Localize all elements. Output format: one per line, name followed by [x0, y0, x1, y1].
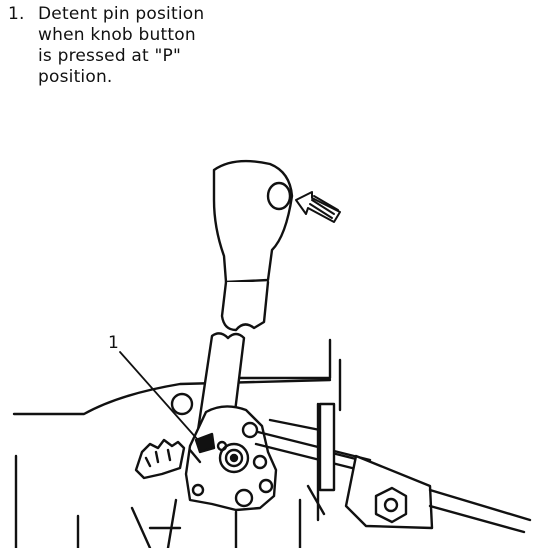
cable-nut — [374, 486, 408, 524]
detent-pin — [194, 432, 216, 454]
floor-outline — [12, 378, 332, 416]
console-top-line — [238, 338, 332, 380]
caption-line-3: is pressed at "P" — [38, 46, 181, 66]
detent-plate — [134, 438, 186, 480]
push-arrow-icon — [295, 191, 341, 223]
callout-1: 1 — [108, 333, 199, 441]
caption-line-1: 1.Detent pin position — [8, 4, 205, 24]
selector-mechanism — [170, 392, 278, 512]
caption-line-2: when knob button — [38, 25, 196, 45]
cable-bracket — [318, 402, 336, 492]
knob-button — [266, 181, 292, 211]
shift-knob — [212, 159, 294, 332]
base-structure — [14, 454, 302, 548]
caption: 1.Detent pin position when knob button i… — [8, 4, 308, 88]
caption-number: 1. — [8, 4, 25, 24]
shift-cable — [254, 402, 532, 534]
caption-line-4: position. — [38, 67, 113, 87]
callout-leader-line — [119, 351, 199, 441]
callout-label: 1 — [108, 333, 119, 353]
